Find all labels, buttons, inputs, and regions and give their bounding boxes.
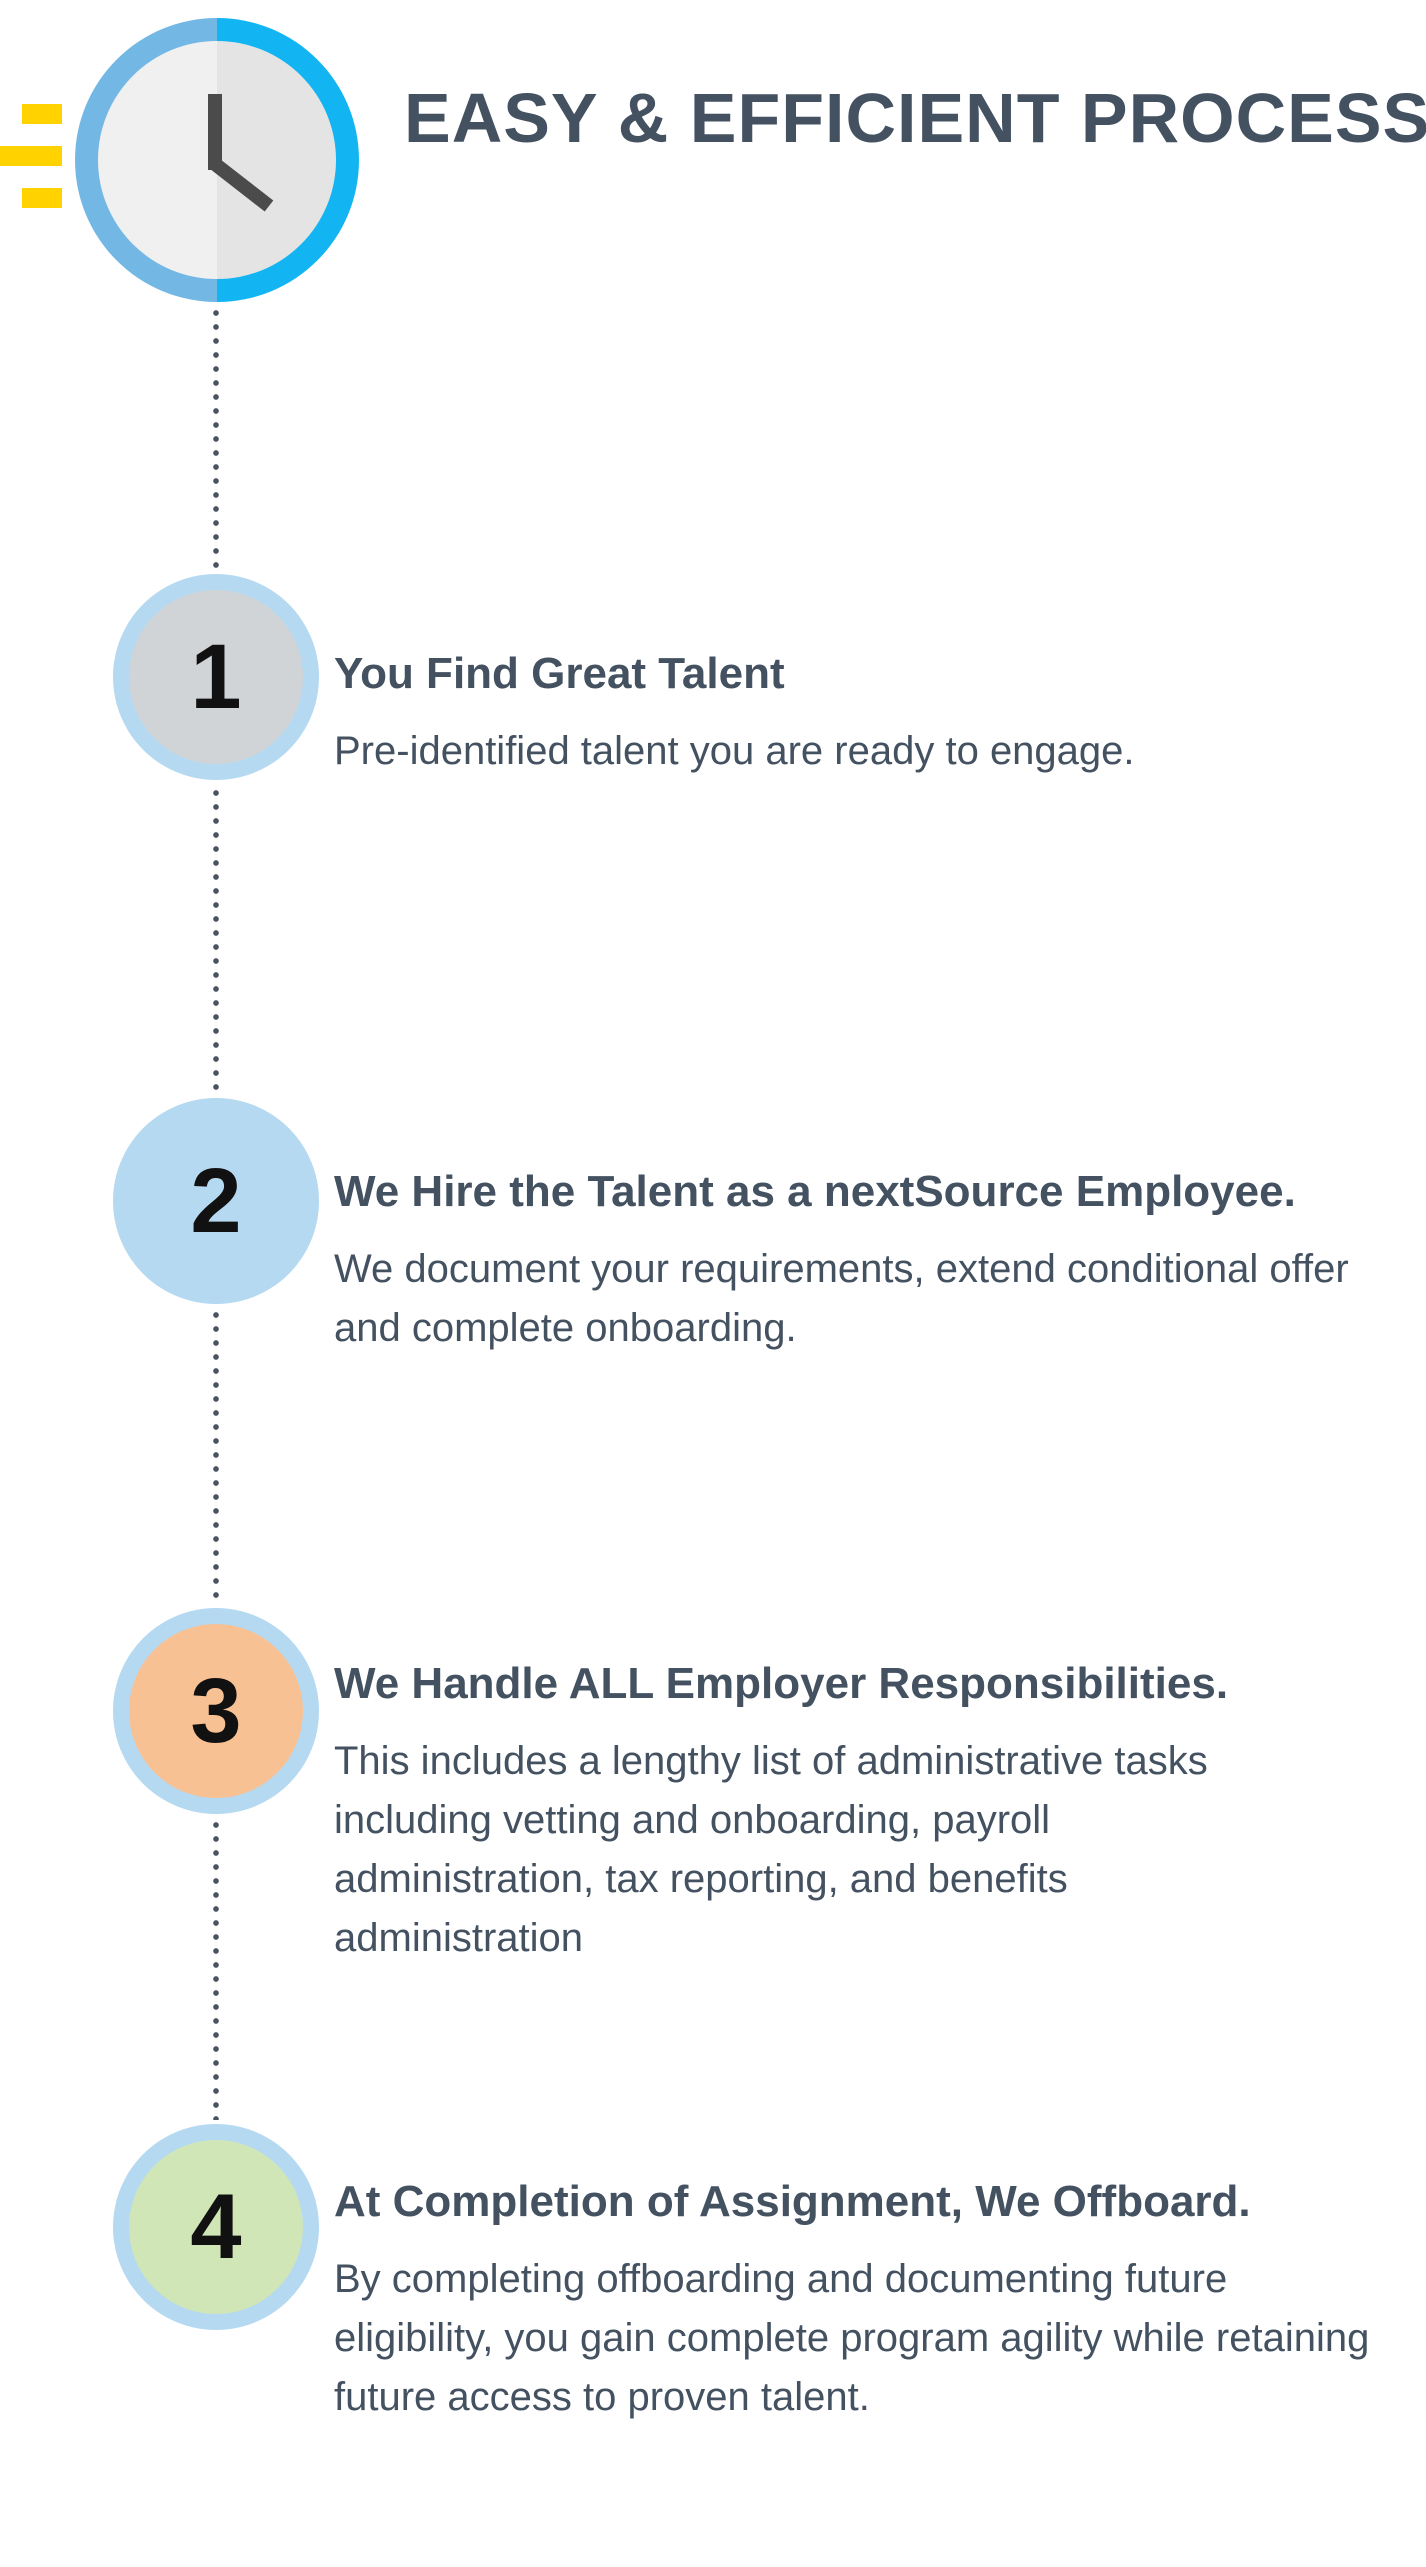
step-4-heading: At Completion of Assignment, We Offboard…	[334, 2177, 1251, 2226]
page-title: EASY & EFFICIENT PROCESS	[404, 79, 1426, 157]
clock-icon	[75, 18, 359, 302]
step-4-number: 4	[190, 2176, 242, 2278]
timeline-connector	[213, 1818, 219, 2120]
step-1-description: Pre-identified talent you are ready to e…	[334, 729, 1135, 773]
step-1-badge-fill	[129, 590, 303, 764]
step-4-badge: 4	[113, 2124, 319, 2330]
step-1: You Find Great Talent Pre-identified tal…	[334, 646, 1414, 781]
step-4-badge-fill	[129, 2140, 303, 2314]
step-2-description: We document your requirements, extend co…	[334, 1247, 1349, 1350]
step-3: We Handle ALL Employer Responsibilities.…	[334, 1656, 1334, 1968]
step-4-description: By completing offboarding and documentin…	[334, 2257, 1370, 2419]
step-3-number: 3	[190, 1660, 242, 1762]
step-1-number: 1	[190, 626, 242, 728]
timeline-connector	[213, 306, 219, 568]
step-2-badge-fill	[129, 1114, 303, 1288]
motion-lines-icon	[0, 104, 70, 214]
step-3-badge-fill	[129, 1624, 303, 1798]
step-1-heading: You Find Great Talent	[334, 649, 785, 698]
step-2-badge: 2	[113, 1098, 319, 1304]
step-2-number: 2	[190, 1150, 242, 1252]
timeline-connector	[213, 786, 219, 1092]
step-3-heading: We Handle ALL Employer Responsibilities.	[334, 1659, 1229, 1708]
step-1-badge: 1	[113, 574, 319, 780]
step-2: We Hire the Talent as a nextSource Emplo…	[334, 1164, 1414, 1358]
step-4: At Completion of Assignment, We Offboard…	[334, 2174, 1414, 2427]
step-3-badge: 3	[113, 1608, 319, 1814]
step-3-description: This includes a lengthy list of administ…	[334, 1739, 1208, 1960]
step-2-heading: We Hire the Talent as a nextSource Emplo…	[334, 1167, 1296, 1216]
timeline-connector	[213, 1308, 219, 1604]
